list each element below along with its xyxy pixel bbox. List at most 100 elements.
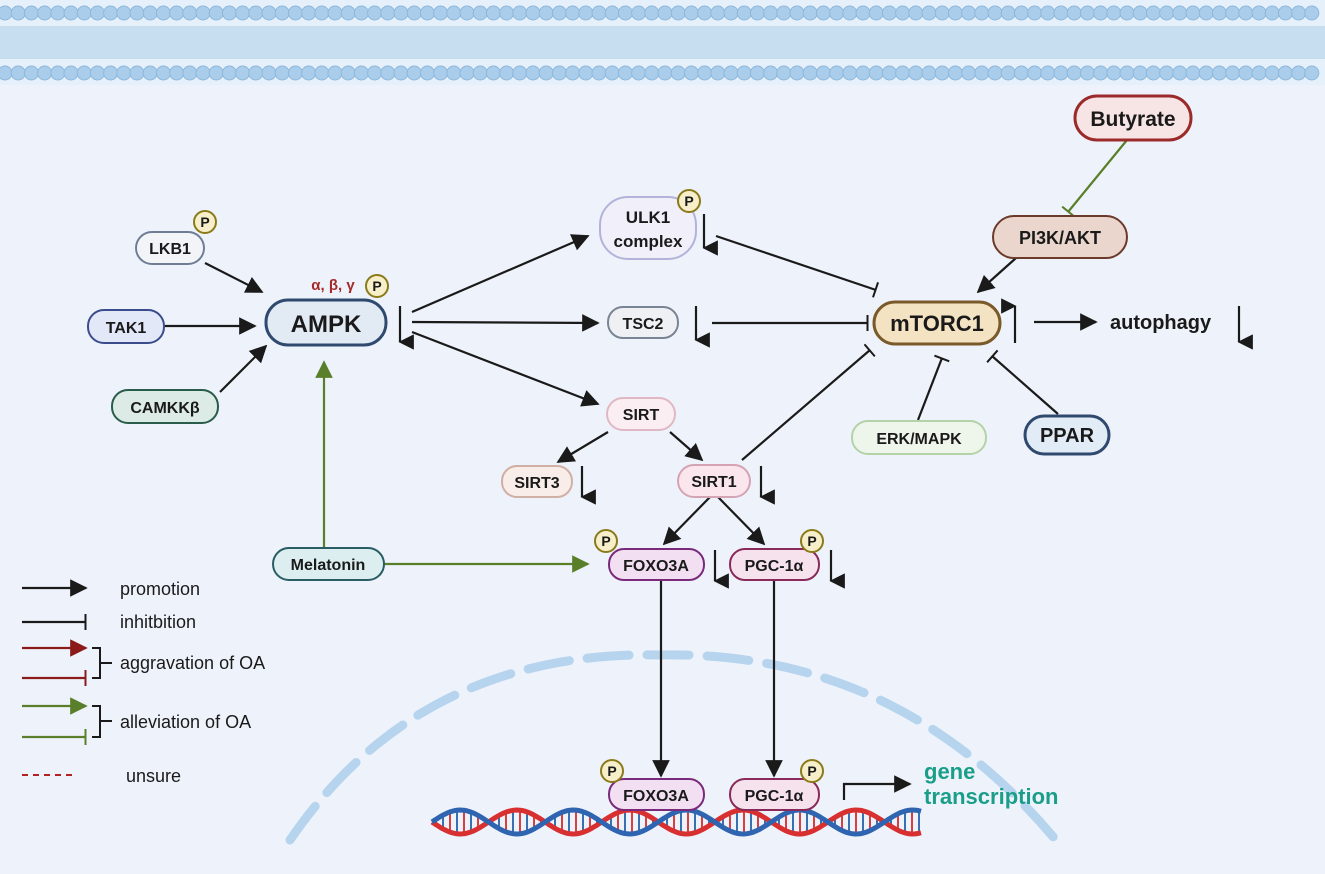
lipid-head-icon — [485, 65, 501, 81]
lipid-head-icon — [881, 5, 897, 21]
lipid-head-icon — [459, 65, 475, 81]
phospho-label: P — [607, 763, 616, 779]
node-pi3k-akt: PI3K/AKT — [992, 215, 1128, 259]
lipid-head-icon — [1198, 5, 1214, 21]
lipid-head-icon — [987, 65, 1003, 81]
legend-unsure-label: unsure — [126, 766, 181, 786]
lipid-head-icon — [1119, 5, 1135, 21]
phospho-label: P — [200, 214, 209, 230]
phospho-icon: P — [600, 759, 624, 783]
lipid-head-icon — [947, 5, 963, 21]
edge-sirt1-foxo3a — [662, 496, 711, 546]
lipid-head-icon — [512, 5, 528, 21]
lipid-head-icon — [195, 5, 211, 21]
lipid-head-icon — [1013, 65, 1029, 81]
node-lkb1: LKB1 — [135, 231, 205, 265]
foxo3a-nuclear-label: FOXO3A — [623, 788, 689, 805]
lipid-head-icon — [1106, 5, 1122, 21]
edge-ampk-tsc2 — [411, 314, 600, 332]
lipid-head-icon — [1238, 5, 1254, 21]
lipid-head-icon — [538, 5, 554, 21]
lipid-head-icon — [1040, 65, 1056, 81]
edge-sirt1-mtorc1 — [741, 343, 876, 461]
edges — [165, 139, 1128, 800]
phospho-icon: P — [365, 274, 389, 298]
lipid-head-icon — [10, 5, 26, 21]
camkkb-label: CAMKKβ — [130, 400, 200, 417]
lipid-head-icon — [221, 65, 237, 81]
lipid-head-icon — [23, 5, 39, 21]
node-ppar: PPAR — [1023, 414, 1111, 456]
lipid-head-icon — [499, 5, 515, 21]
lipid-head-icon — [472, 65, 488, 81]
node-tsc2: TSC2 — [607, 306, 679, 339]
lipid-head-icon — [169, 65, 185, 81]
node-butyrate: Butyrate — [1073, 94, 1193, 142]
edge-ppar-mtorc1 — [986, 349, 1059, 415]
lipid-head-icon — [1066, 65, 1082, 81]
lipid-head-icon — [1304, 5, 1320, 21]
lipid-head-icon — [433, 5, 449, 21]
lipid-head-icon — [1093, 65, 1109, 81]
node-mtorc1: mTORC1 — [872, 300, 1002, 346]
lipid-head-icon — [842, 5, 858, 21]
lipid-head-icon — [1159, 5, 1175, 21]
lipid-head-icon — [1172, 65, 1188, 81]
lipid-head-icon — [287, 65, 303, 81]
edge-lkb1-ampk — [204, 262, 264, 293]
lipid-head-icon — [1132, 65, 1148, 81]
edge-sirt1-pgc1a — [717, 496, 766, 546]
lipid-head-icon — [512, 65, 528, 81]
lipid-head-icon — [789, 65, 805, 81]
lipid-head-icon — [103, 5, 119, 21]
node-foxo3a-nuclear: FOXO3A — [608, 778, 705, 811]
lipid-head-icon — [749, 5, 765, 21]
lipid-head-icon — [274, 65, 290, 81]
legend-aggravation-bracket-icon — [92, 647, 112, 679]
lipid-head-icon — [631, 5, 647, 21]
node-ampk: AMPK α, β, γ — [264, 277, 388, 347]
lipid-head-icon — [274, 5, 290, 21]
phospho-icon: P — [594, 529, 618, 553]
lipid-head-icon — [287, 5, 303, 21]
lipid-head-icon — [974, 65, 990, 81]
edge-ampk-sirt — [411, 330, 600, 407]
lipid-head-icon — [103, 65, 119, 81]
ampk-subunits-label: α, β, γ — [311, 277, 355, 294]
edge-ulk1-mtorc1 — [715, 234, 880, 298]
lipid-head-icon — [1291, 65, 1307, 81]
lipid-head-icon — [908, 5, 924, 21]
cell-membrane — [0, 0, 1325, 85]
lipid-head-icon — [459, 5, 475, 21]
lipid-head-icon — [1304, 65, 1320, 81]
pgc1a-label: PGC-1α — [745, 558, 804, 575]
lipid-head-icon — [261, 65, 277, 81]
sirt1-label: SIRT1 — [691, 474, 736, 491]
lipid-head-icon — [1159, 65, 1175, 81]
lipid-head-icon — [1291, 5, 1307, 21]
lipid-head-icon — [169, 5, 185, 21]
lipid-head-icon — [155, 65, 171, 81]
sirt3-label: SIRT3 — [514, 475, 559, 492]
lipid-head-icon — [881, 65, 897, 81]
lipid-head-icon — [353, 5, 369, 21]
lipid-head-icon — [499, 65, 515, 81]
lipid-head-icon — [921, 65, 937, 81]
lipid-head-icon — [763, 65, 779, 81]
lipid-head-icon — [155, 5, 171, 21]
edge-butyrate-pi3k — [1061, 139, 1128, 218]
lipid-head-icon — [961, 65, 977, 81]
status-arrows — [398, 214, 1253, 589]
phospho-label: P — [807, 763, 816, 779]
lipid-head-icon — [789, 5, 805, 21]
erk-mapk-label: ERK/MAPK — [876, 431, 962, 448]
lipid-head-icon — [63, 65, 79, 81]
lipid-head-icon — [1145, 65, 1161, 81]
lipid-head-icon — [367, 5, 383, 21]
lipid-head-icon — [934, 65, 950, 81]
lipid-head-icon — [301, 65, 317, 81]
lipid-head-icon — [723, 5, 739, 21]
lipid-head-icon — [591, 65, 607, 81]
edge-camkkb-ampk — [219, 344, 268, 393]
